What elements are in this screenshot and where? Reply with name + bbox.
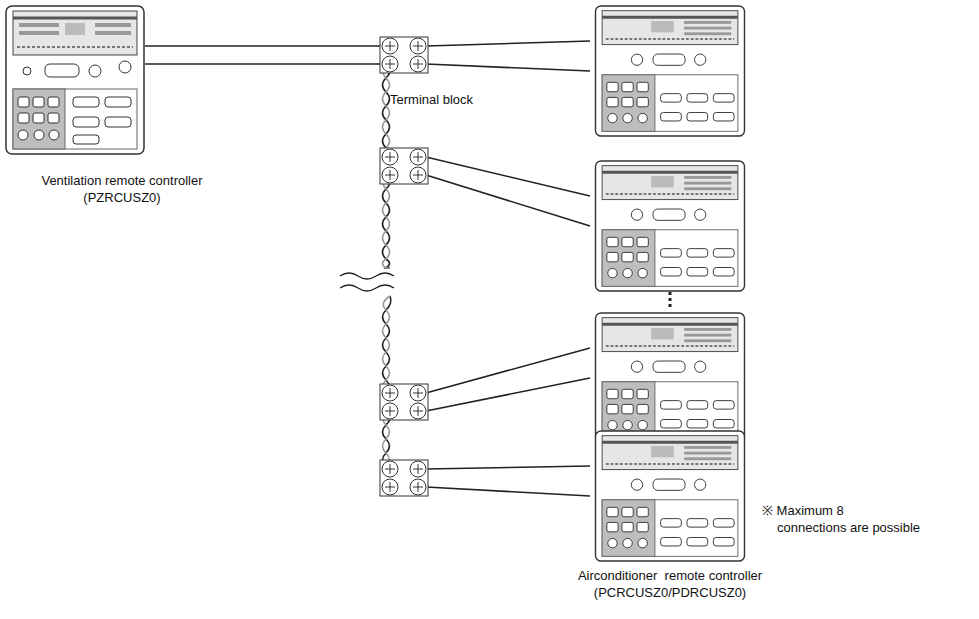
screw-slot (390, 464, 391, 474)
screw-slot (390, 406, 391, 416)
screw-slot (390, 388, 391, 398)
caption-label: Ventilation remote controller (41, 173, 202, 189)
ac-controller (596, 431, 745, 561)
screw-terminal (410, 167, 426, 183)
screw-slot (418, 482, 419, 492)
continuation-dots (669, 292, 672, 308)
wire-black (383, 175, 391, 268)
wire (426, 175, 590, 226)
ac-controllers (596, 6, 745, 561)
ac-controller (596, 161, 745, 291)
screw-terminal (410, 403, 426, 419)
screw-terminal (410, 56, 426, 72)
caption-label: (PCRCUSZ0/PDRCUSZ0) (594, 585, 746, 601)
screw-terminal (410, 479, 426, 495)
screw-slot (418, 406, 419, 416)
screw-terminal (382, 149, 398, 165)
wire-grey (383, 175, 391, 268)
screw-terminal (410, 461, 426, 477)
wire (426, 466, 590, 469)
wires (145, 41, 590, 496)
screw-slot (418, 388, 419, 398)
screw-slot (390, 170, 391, 180)
ac-controller (596, 6, 745, 136)
screw-terminal (410, 38, 426, 54)
caption-label: (PZRCUSZ0) (83, 190, 160, 206)
screw-slot (418, 59, 419, 69)
caption-label: ※ Maximum 8 (762, 503, 844, 519)
screw-terminal (382, 56, 398, 72)
wire (426, 348, 590, 393)
screw-terminal (382, 461, 398, 477)
screw-terminal (410, 385, 426, 401)
screw-terminal (410, 149, 426, 165)
screw-slot (418, 464, 419, 474)
twisted-pair (383, 64, 391, 487)
caption-label: connections are possible (777, 520, 920, 536)
wire (426, 487, 590, 496)
caption-label: Airconditioner remote controller (578, 568, 762, 584)
screw-slot (390, 59, 391, 69)
wire (426, 378, 590, 411)
ventilation-controller (6, 6, 144, 154)
wire (426, 64, 590, 71)
screw-terminal (382, 38, 398, 54)
screw-slot (418, 170, 419, 180)
screw-terminal (382, 403, 398, 419)
screw-slot (390, 152, 391, 162)
terminal-block (380, 460, 428, 496)
screw-terminal (382, 385, 398, 401)
terminal-block (380, 148, 428, 184)
terminal-block (380, 384, 428, 420)
screw-slot (390, 41, 391, 51)
screw-terminal (382, 479, 398, 495)
wire (426, 41, 590, 46)
break-mark (340, 273, 394, 291)
wire (426, 157, 590, 196)
terminal-block (380, 37, 428, 73)
screw-slot (418, 152, 419, 162)
caption-label: Terminal block (390, 92, 473, 108)
screw-terminal (382, 167, 398, 183)
screw-slot (418, 41, 419, 51)
ac-controller (596, 313, 745, 443)
screw-slot (390, 482, 391, 492)
